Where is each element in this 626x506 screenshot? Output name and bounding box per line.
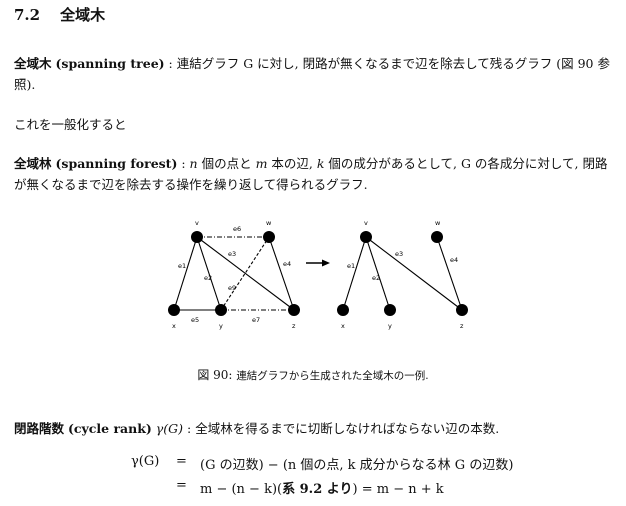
tree-edge-e4 bbox=[436, 236, 463, 311]
tree-label-y: y bbox=[388, 322, 392, 330]
left-graph bbox=[173, 236, 295, 311]
equation-rhs-2a: m − (n − k)( bbox=[200, 482, 283, 497]
right-graph bbox=[342, 236, 463, 311]
tree-vertex-v bbox=[360, 231, 372, 243]
var-n: n bbox=[189, 156, 198, 171]
edge-e1 bbox=[173, 236, 198, 311]
var-m: m bbox=[255, 156, 268, 171]
label-e7: e7 bbox=[252, 316, 260, 324]
tree-vertex-y bbox=[384, 304, 396, 316]
tree-vertex-w bbox=[431, 231, 443, 243]
section-heading: 7.2 全域木 bbox=[14, 4, 105, 25]
tree-vertex-z bbox=[456, 304, 468, 316]
figure-graphs: v w x y z e1 e2 e3 e4 e5 e6 e7 e9 v w x … bbox=[168, 219, 468, 330]
caption-number: 図 90: bbox=[197, 368, 233, 382]
term-spanning-forest-english: (spanning forest) bbox=[55, 156, 178, 171]
equation-rhs-2c: ) = m − n + k bbox=[352, 482, 444, 497]
vertex-x bbox=[168, 304, 180, 316]
right-vertices bbox=[337, 231, 468, 316]
tree-edge-e1 bbox=[342, 236, 367, 311]
label-e4: e4 bbox=[283, 260, 291, 268]
section-title: 全域木 bbox=[60, 6, 106, 24]
colon: : bbox=[164, 56, 177, 71]
label-e1: e1 bbox=[178, 262, 186, 270]
label-e2: e2 bbox=[204, 274, 212, 282]
equation-rhs-line-2: m − (n − k)(系 9.2 より) = m − n + k bbox=[200, 478, 444, 497]
vertex-v bbox=[191, 231, 203, 243]
tree-label-e1: e1 bbox=[347, 262, 355, 270]
definition-line-1: 連結グラフ G に対し, 閉路が無くなるまで辺を除去して残るグラフ (図 90 … bbox=[176, 56, 610, 71]
transform-arrow-icon bbox=[306, 259, 330, 267]
left-labels: v w x y z e1 e2 e3 e4 e5 e6 e7 e9 bbox=[172, 219, 296, 330]
edge-e3 bbox=[196, 236, 295, 311]
tree-label-v: v bbox=[364, 219, 368, 227]
vertex-w bbox=[263, 231, 275, 243]
definition-cycle-rank: 閉路階数 (cycle rank) γ(G) : 全域林を得るまでに切断しなけれ… bbox=[14, 418, 618, 439]
figure-caption: 図 90: 連結グラフから生成された全域木の一例. bbox=[0, 366, 626, 383]
tree-label-x: x bbox=[341, 322, 345, 330]
edge-e4 bbox=[268, 236, 295, 311]
forest-text-1: 個の点と bbox=[197, 156, 256, 171]
vertex-y bbox=[215, 304, 227, 316]
tree-vertex-x bbox=[337, 304, 349, 316]
equation-rhs-line-1: (G の辺数) − (n 個の点, k 成分からなる林 G の辺数) bbox=[200, 458, 514, 473]
term-cycle-rank-english: (cycle rank) bbox=[68, 421, 152, 436]
equation-lhs: γ(G) bbox=[131, 454, 160, 469]
definition-spanning-tree: 全域木 (spanning tree) : 連結グラフ G に対し, 閉路が無く… bbox=[14, 53, 618, 95]
caption-text: 連結グラフから生成された全域木の一例. bbox=[236, 370, 429, 382]
forest-text-2: 本の辺, bbox=[267, 156, 317, 171]
label-e9: e9 bbox=[228, 284, 236, 292]
cycle-rank-text: 全域林を得るまでに切断しなければならない辺の本数. bbox=[195, 421, 500, 436]
term-cycle-rank: 閉路階数 bbox=[14, 421, 65, 436]
label-e5: e5 bbox=[191, 316, 199, 324]
vertex-z bbox=[288, 304, 300, 316]
label-x: x bbox=[172, 322, 176, 330]
edge-e2 bbox=[196, 236, 222, 311]
generalize-text: これを一般化すると bbox=[14, 117, 127, 132]
term-spanning-tree-english: (spanning tree) bbox=[55, 56, 165, 71]
label-e3: e3 bbox=[228, 250, 236, 258]
tree-edge-e3 bbox=[365, 236, 463, 311]
gamma-symbol: γ(G) bbox=[155, 421, 184, 436]
tree-label-e3: e3 bbox=[395, 250, 403, 258]
edge-e9 bbox=[220, 236, 270, 311]
label-z: z bbox=[292, 322, 296, 330]
section-number: 7.2 bbox=[14, 6, 41, 24]
tree-label-e4: e4 bbox=[450, 256, 458, 264]
right-labels: v w x y z e1 e2 e3 e4 bbox=[341, 219, 464, 330]
label-e6: e6 bbox=[233, 225, 241, 233]
tree-label-e2: e2 bbox=[372, 274, 380, 282]
term-spanning-forest: 全域林 bbox=[14, 156, 52, 171]
label-v: v bbox=[195, 219, 199, 227]
equation-equals-1: = bbox=[176, 454, 187, 469]
tree-label-w: w bbox=[435, 219, 441, 227]
tree-edge-e2 bbox=[365, 236, 391, 311]
term-spanning-tree: 全域木 bbox=[14, 56, 52, 71]
label-y: y bbox=[219, 322, 223, 330]
var-k: k bbox=[316, 156, 325, 171]
definition-line-2: 照). bbox=[14, 77, 36, 92]
definition-spanning-forest: 全域林 (spanning forest) : n 個の点と m 本の辺, k … bbox=[14, 153, 618, 195]
colon: : bbox=[183, 421, 196, 436]
colon: : bbox=[177, 156, 190, 171]
equation-corollary-ref: 系 9.2 より bbox=[282, 482, 353, 497]
forest-text-3: 個の成分があるとして, G の各成分に対して, 閉路 bbox=[324, 156, 608, 171]
left-vertices bbox=[168, 231, 300, 316]
forest-line-2: が無くなるまで辺を除去する操作を繰り返して得られるグラフ. bbox=[14, 177, 368, 192]
equation-equals-2: = bbox=[176, 478, 187, 493]
tree-label-z: z bbox=[460, 322, 464, 330]
label-w: w bbox=[266, 219, 272, 227]
